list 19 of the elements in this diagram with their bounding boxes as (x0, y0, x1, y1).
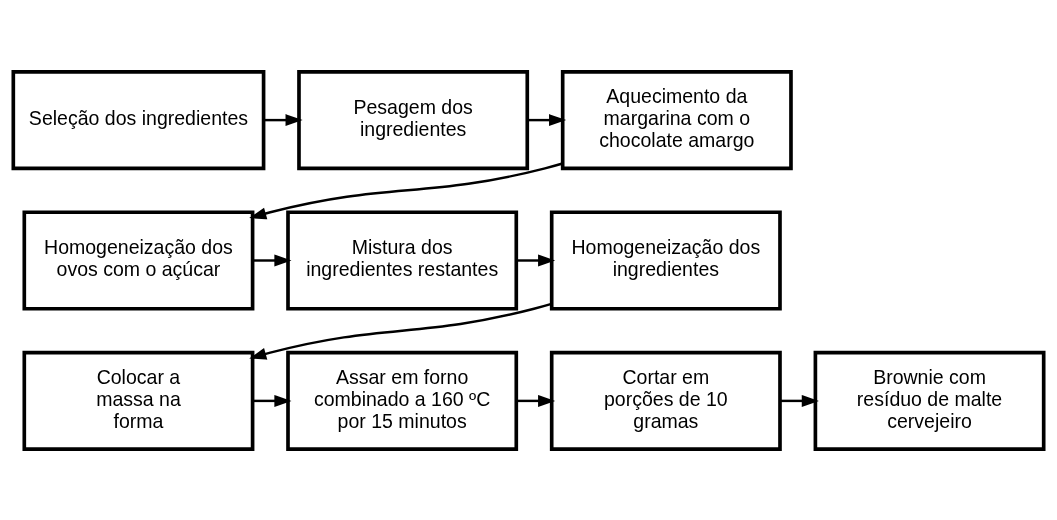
node-box: Homogeneização dos ovos com o açúcar (22, 209, 255, 311)
arrow (527, 113, 567, 126)
node-box: Brownie com resíduo de malte cervejeiro (813, 350, 1046, 451)
arrow (249, 161, 563, 219)
arrow (252, 394, 292, 407)
arrow (516, 394, 556, 407)
arrow (249, 302, 552, 360)
arrow (252, 254, 292, 266)
node-box: Seleção dos ingredientes (11, 69, 266, 170)
node-box: Pesagem dos ingredientes (297, 69, 530, 170)
arrow (780, 394, 819, 407)
arrow (516, 254, 556, 266)
node-box: Cortar em porções de 10 gramas (549, 350, 782, 451)
node-box: Aquecimento da margarina com o chocolate amargo (560, 69, 793, 170)
node-box: Mistura dos ingredientes restantes (286, 209, 519, 311)
node-box: Colocar a massa na forma (22, 350, 255, 451)
node-box: Homogeneização dos ingredientes (549, 209, 782, 311)
node-box: Assar em forno combinado a 160 ºC por 15 minutos (286, 350, 519, 451)
arrow (264, 113, 303, 126)
